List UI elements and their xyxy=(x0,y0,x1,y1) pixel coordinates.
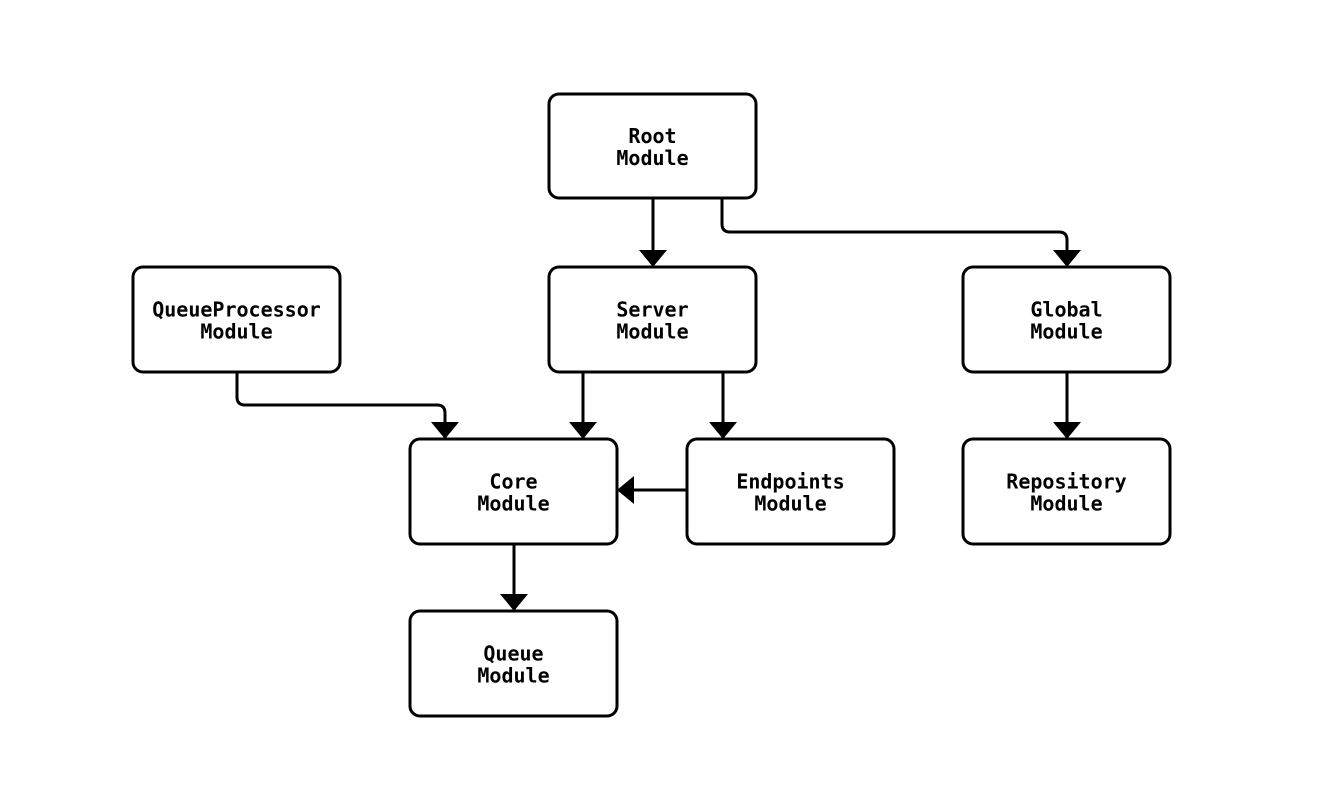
edge-queueprocessor-to-core xyxy=(235,372,459,439)
edges-layer xyxy=(235,198,1081,611)
node-box xyxy=(961,437,1172,546)
node-box xyxy=(961,265,1172,374)
node-box xyxy=(685,437,896,546)
edge-root-to-global xyxy=(720,198,1081,267)
node-box xyxy=(131,265,342,374)
node-box xyxy=(408,437,619,546)
node-box xyxy=(547,92,758,200)
node-box xyxy=(547,265,758,374)
node-box xyxy=(408,609,619,718)
